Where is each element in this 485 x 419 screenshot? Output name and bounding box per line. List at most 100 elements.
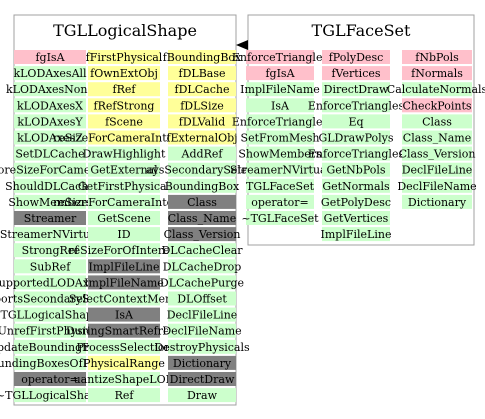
member-cell: Dictionary [168, 355, 236, 370]
member-cell-bg [246, 50, 314, 64]
member-cell-bg [14, 307, 86, 322]
member-cell: uantizeShapeLOD [74, 372, 175, 386]
member-cell-bg [322, 114, 390, 129]
member-cell: DrawHighlight [83, 146, 166, 161]
member-label: reSizeForCameraInterest [53, 196, 196, 209]
member-cell-bg [402, 98, 472, 113]
member-cell-bg [168, 98, 236, 113]
member-cell-bg [88, 178, 160, 193]
member-cell-bg [168, 162, 236, 177]
member-label: SubRef [30, 260, 71, 273]
member-label: operator= [21, 373, 79, 386]
member-cell: DLCachePurge [160, 275, 244, 290]
member-cell-bg [168, 194, 236, 209]
member-cell: fFirstPhysical [86, 50, 163, 64]
member-cell: kLODAxesX [14, 98, 86, 113]
member-cell: Class_Name [168, 211, 236, 225]
member-cell: ImplFileName [84, 275, 164, 290]
member-cell: DeclFileName [397, 178, 477, 193]
member-cell-bg [14, 227, 86, 242]
member-label: BoundingBox [165, 180, 240, 193]
member-label: Ref [115, 389, 135, 402]
member-cell: portsSecondarySele [0, 291, 106, 306]
member-label: Draw [187, 389, 218, 402]
member-cell: kLODAxesAll [13, 66, 87, 81]
member-cell-bg [88, 388, 160, 403]
member-cell-bg [246, 194, 314, 209]
member-label: GetVertices [324, 212, 389, 225]
member-cell: fVertices [322, 66, 390, 81]
member-label: fDLValid [179, 115, 225, 128]
member-cell: Class_Version [399, 146, 475, 161]
member-cell: operator= [246, 194, 314, 209]
member-cell-bg [14, 339, 86, 354]
member-cell-bg [402, 146, 472, 161]
member-cell-bg [88, 146, 160, 161]
member-cell: IsA [246, 98, 314, 113]
member-label: EnforceTriangles [232, 51, 329, 64]
member-cell: EnforceTriangles [308, 98, 404, 113]
member-cell: reSizeForOfInterest [68, 243, 180, 258]
member-cell-bg [402, 66, 472, 81]
inheritance-arrow [236, 40, 248, 50]
member-cell-bg [88, 323, 160, 338]
member-cell-bg [246, 66, 314, 81]
member-label: DeclFileName [162, 325, 241, 338]
member-label: ~TGLFaceSet [241, 212, 319, 225]
member-cell-bg [14, 194, 86, 209]
member-cell-bg [168, 243, 236, 258]
member-label: aysSecondarySelect [146, 164, 259, 177]
member-cell: Class_Version [164, 227, 241, 242]
member-cell: operator= [14, 372, 86, 386]
member-cell: CheckPoints [402, 98, 472, 113]
member-cell-bg [322, 146, 390, 161]
member-cell: Dictionary [402, 194, 472, 209]
member-cell: ID [88, 227, 160, 242]
member-label: Class [422, 115, 452, 128]
member-cell-bg [246, 82, 314, 97]
member-label: pdateBoundingBox [0, 341, 104, 354]
member-cell-bg [402, 130, 472, 145]
member-label: fDLBase [179, 67, 226, 80]
member-cell: DuringSmartRefresh [66, 323, 182, 338]
member-label: GetNormals [322, 180, 390, 193]
member-cell: SubRef [14, 259, 86, 274]
member-cell-bg [14, 323, 86, 338]
class-members: fgIsAkLODAxesAllkLODAxesNonekLODAxesXkLO… [0, 50, 485, 403]
member-label: DirectDraw [170, 373, 235, 386]
member-label: reSizeForCameraInterest [53, 132, 196, 145]
member-label: StreamerNVirtual [0, 228, 101, 241]
member-cell: SetFromMesh [241, 130, 319, 145]
member-label: PhysicalRange [83, 357, 165, 370]
member-cell-bg [322, 66, 390, 81]
member-label: DLCachePurge [160, 276, 244, 289]
member-cell: fNbPols [402, 50, 472, 64]
member-label: SetDLCache [15, 148, 84, 161]
member-cell: CalculateNormals [387, 82, 485, 97]
member-label: Class_Version [164, 228, 241, 241]
member-cell-bg [168, 372, 236, 386]
member-cell-bg [88, 307, 160, 322]
member-label: ImplFileLine [321, 228, 392, 241]
member-cell: ImplFileLine [321, 227, 392, 242]
member-cell: Class [168, 194, 236, 209]
member-label: fRef [113, 83, 137, 96]
member-cell: fgIsA [14, 50, 86, 64]
member-cell-bg [246, 162, 314, 177]
member-label: GetFirstPhysical [78, 180, 171, 193]
member-cell-bg [168, 178, 236, 193]
member-label: fDLCache [175, 83, 230, 96]
member-cell: ShouldDLCache [5, 178, 95, 193]
member-label: StrongRef [22, 244, 80, 257]
member-cell-bg [88, 50, 160, 64]
member-cell: fPolyDesc [322, 50, 390, 64]
member-cell-bg [88, 194, 160, 209]
member-label: fOwnExtObj [90, 67, 158, 80]
member-cell-bg [168, 291, 236, 306]
member-cell-bg [14, 146, 86, 161]
member-label: portsSecondarySele [0, 293, 106, 306]
member-cell-bg [14, 130, 86, 145]
class-title-tgllogicalshape: TGLLogicalShape [53, 21, 197, 40]
member-cell: GetPolyDesc [321, 194, 391, 209]
